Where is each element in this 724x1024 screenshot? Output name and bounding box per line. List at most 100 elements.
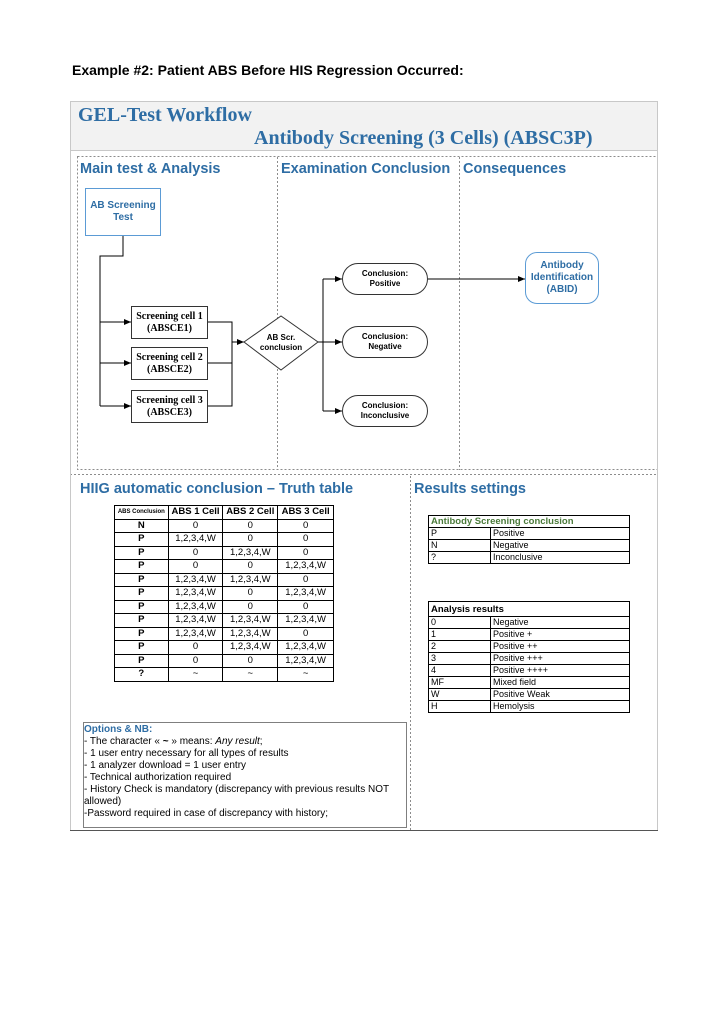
table-cell: 1,2,3,4,W [277,640,334,655]
col-header: ABS 3 Cell [277,505,334,520]
workflow-banner [70,101,658,151]
table-cell: 0 [222,653,279,668]
options-line1-mid: » means: [168,736,216,747]
results-settings-heading: Results settings [414,481,526,497]
options-content: Options & NB: - The character « ~ » mean… [84,724,389,820]
table-cell: 0 [428,616,491,629]
header-consequences: Consequences [463,161,567,177]
table-cell: 0 [222,518,279,533]
table-cell: 3 [428,652,491,665]
table-cell: 1,2,3,4,W [167,586,224,601]
table-cell: Positive ++ [490,640,630,653]
table-cell: 1,2,3,4,W [167,613,224,628]
options-line: - 1 analyzer download = 1 user entry [84,760,247,771]
cell-1-label: Screening cell 1 [136,310,203,322]
page-heading: Example #2: Patient ABS Before HIS Regre… [72,62,464,78]
conclusion-negative-value: Negative [368,342,402,351]
table-cell: 0 [222,559,279,574]
table-cell: 1 [428,628,491,641]
table-cell: 1,2,3,4,W [277,653,334,668]
options-title: Options & NB: [84,724,153,735]
conclusion-positive-label: Conclusion: [361,269,409,278]
table-cell: ~ [222,667,279,682]
table-cell: N [428,539,491,552]
table-cell: Positive +++ [490,652,630,665]
table-cell: ~ [277,667,334,682]
table-cell: 0 [167,545,224,560]
any-result-text: Any result [215,736,260,747]
options-line: allowed) [84,796,122,807]
truth-table: ABS Conclusion ABS 1 Cell ABS 2 Cell ABS… [114,505,334,682]
table-cell: 1,2,3,4,W [222,640,279,655]
table-cell: MF [428,676,491,689]
table-cell: W [428,688,491,701]
options-line1-prefix: - The character « [84,736,163,747]
table-cell: 0 [222,599,279,614]
merge-connector [208,321,233,407]
table-cell: Positive ++++ [490,664,630,677]
conclusion-inconclusive-label: Conclusion: [361,401,409,410]
table-cell: P [114,559,169,574]
table-cell: P [114,586,169,601]
table-cell: 0 [277,518,334,533]
banner-subtitle: Antibody Screening (3 Cells) (ABSC3P) [254,127,593,149]
table-cell: Mixed field [490,676,630,689]
table-cell: 2 [428,640,491,653]
table-cell: Inconclusive [490,551,630,564]
table-row: ?Inconclusive [428,551,630,564]
table-cell: Positive [490,527,630,540]
options-line: - Technical authorization required [84,772,232,783]
conclusion-negative: Conclusion: Negative [342,326,428,358]
decision-label-1: AB Scr. [266,333,296,342]
table-cell: Negative [490,539,630,552]
conclusion-negative-label: Conclusion: [361,332,409,341]
conclusion-inconclusive-value: Inconclusive [360,411,410,420]
banner-title: GEL-Test Workflow [78,104,252,126]
cell-3-code: (ABSCE3) [146,406,192,418]
antibody-identification-node: Antibody Identification (ABID) [525,252,599,304]
decision-label: AB Scr. conclusion [252,333,310,353]
table-cell: 0 [167,653,224,668]
table-cell: 1,2,3,4,W [277,613,334,628]
table-cell: 0 [167,559,224,574]
analysis-table-title: Analysis results [428,601,630,617]
header-main-test: Main test & Analysis [80,161,221,177]
options-box [83,722,407,828]
table-cell: P [114,613,169,628]
table-cell: 1,2,3,4,W [167,572,224,587]
tilde-symbol: ~ [162,736,169,747]
conclusion-inconclusive: Conclusion: Inconclusive [342,395,428,427]
table-cell: 1,2,3,4,W [222,572,279,587]
table-cell: 1,2,3,4,W [167,599,224,614]
abid-line-2: Identification [530,272,594,283]
cell-2-label: Screening cell 2 [136,351,203,363]
table-cell: P [114,626,169,641]
table-cell: P [114,599,169,614]
options-line: - History Check is mandatory (discrepanc… [84,784,390,795]
cell-3-label: Screening cell 3 [136,394,203,406]
screening-cell-3: Screening cell 3 (ABSCE3) [131,390,208,423]
table-cell: 0 [277,599,334,614]
table-cell: ~ [167,667,224,682]
screening-cell-1: Screening cell 1 (ABSCE1) [131,306,208,339]
table-cell: P [114,545,169,560]
ab-screening-test-node: AB Screening Test [85,188,161,236]
conclusion-positive-value: Positive [369,279,401,288]
